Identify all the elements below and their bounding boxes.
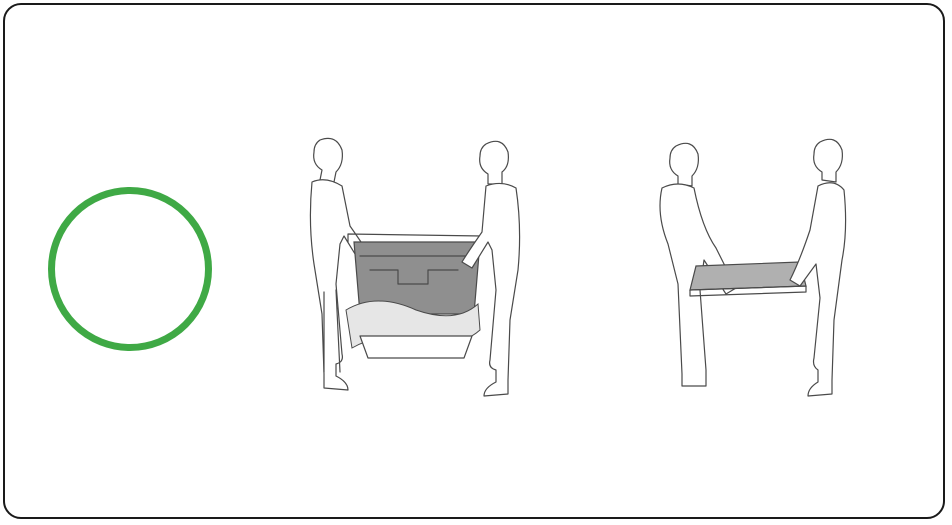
right-person-figure [790,139,846,396]
two-people-carrying-boxed-tv-illustration [290,130,530,430]
two-people-carrying-flat-panel-illustration [640,130,880,430]
flat-panel-tv [690,262,806,296]
green-check-circle-icon [48,187,212,351]
